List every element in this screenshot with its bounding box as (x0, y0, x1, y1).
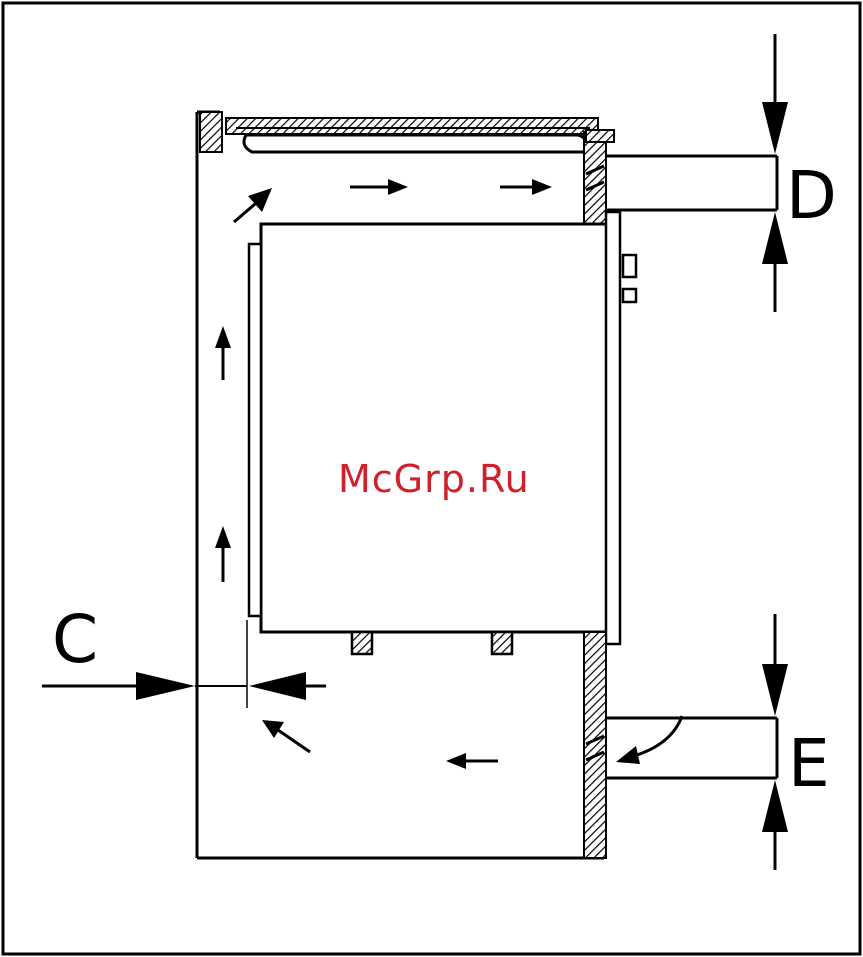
upper-bracket (586, 130, 614, 142)
appliance-back-panel (606, 212, 620, 644)
watermark: McGrp.Ru (338, 457, 530, 501)
dimension-arrow-icon (762, 212, 788, 264)
arrow-icon (234, 188, 272, 222)
arrow-icon (500, 179, 552, 195)
connector-bottom (623, 289, 636, 302)
dimension-arrow-icon (136, 672, 195, 700)
label-d: D (786, 157, 837, 234)
upper-back-wall (584, 132, 606, 224)
dimension-e: E (762, 614, 830, 870)
arrow-icon (616, 716, 682, 764)
appliance-foot-right (492, 632, 512, 654)
label-c: C (52, 601, 98, 678)
arrow-icon (350, 179, 408, 195)
dimension-arrow-icon (762, 102, 788, 154)
dimension-arrow-icon (762, 664, 788, 716)
appliance-front-panel (249, 244, 261, 616)
dimension-arrow-icon (762, 780, 788, 832)
duct-d (606, 156, 777, 210)
arrow-icon (215, 326, 231, 380)
arrow-icon (262, 720, 310, 752)
top-left-support (200, 112, 222, 152)
dimension-arrow-icon (249, 672, 306, 700)
duct-e (606, 718, 777, 778)
arrow-icon (215, 526, 231, 582)
appliance (249, 212, 636, 654)
dimension-d: D (762, 34, 837, 312)
arrow-icon (446, 753, 498, 769)
label-e: E (788, 725, 830, 802)
connector-top (623, 255, 636, 277)
worktop (226, 118, 598, 152)
appliance-foot-left (352, 632, 372, 654)
